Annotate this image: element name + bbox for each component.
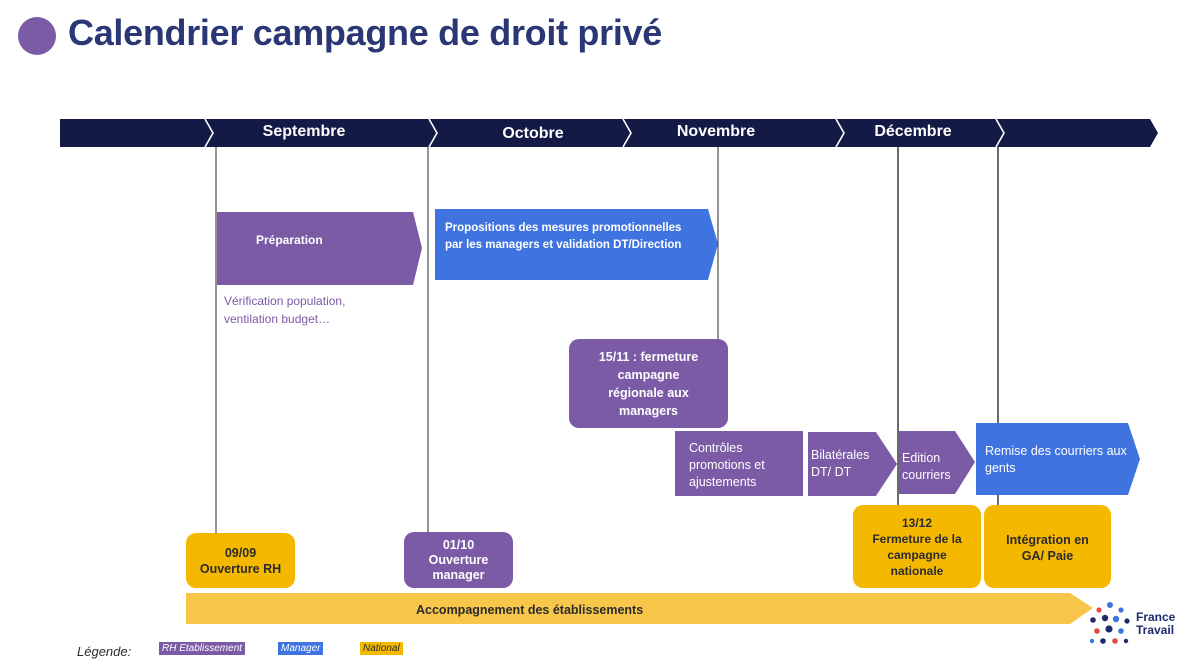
month-separator (835, 118, 845, 148)
bilaterales-label: Bilatérales DT/ DT (811, 448, 870, 479)
month-label: Octobre (502, 125, 564, 142)
france-travail-logo-text: France Travail (1136, 610, 1176, 637)
page-title: Calendrier campagne de droit privé (68, 12, 662, 53)
controles-shape (675, 431, 803, 496)
accompagnement-arrow (186, 593, 1093, 624)
remise-arrow (976, 423, 1140, 495)
legend-manager: Manager (278, 642, 324, 655)
accompagnement-label: Accompagnement des établissements (416, 603, 644, 617)
controles-label: Contrôles promotions et ajustements (689, 441, 765, 489)
month-separator (428, 118, 438, 148)
integration-box: Intégration en GA/ Paie (984, 505, 1111, 588)
legend-rh: RH Etablissement (159, 642, 246, 655)
edition-arrow (899, 431, 975, 494)
preparation-label: Préparation (256, 233, 323, 247)
month-separator (622, 118, 632, 148)
remise-label: Remise des courriers aux gents (985, 444, 1127, 475)
month-separator (995, 118, 1005, 148)
ouverture-rh-box: 09/09 Ouverture RH (186, 533, 295, 588)
title-bullet-icon (18, 17, 56, 55)
fermeture-nationale-box: 13/12 Fermeture de la campagne nationale (853, 505, 981, 588)
propositions-arrow (435, 209, 718, 280)
preparation-note: Vérification population, ventilation bud… (224, 294, 346, 326)
legend-national: National (360, 642, 403, 655)
ouverture-manager-box: 01/10 Ouverture manager (404, 532, 513, 588)
fermeture-regionale-box: 15/11 : fermeture campagne régionale aux… (569, 339, 728, 428)
bilaterales-arrow (808, 432, 897, 496)
month-label: Septembre (262, 123, 346, 140)
legend-label: Légende: (77, 644, 132, 659)
month-label: Novembre (676, 123, 756, 140)
month-label: Décembre (874, 123, 952, 140)
france-travail-logo-icon (1089, 602, 1130, 644)
edition-label: Edition courriers (902, 451, 951, 482)
month-band (60, 119, 1158, 147)
preparation-arrow (217, 212, 422, 285)
propositions-label: Propositions des mesures promotionnelles… (445, 222, 682, 251)
month-separator (204, 118, 214, 148)
